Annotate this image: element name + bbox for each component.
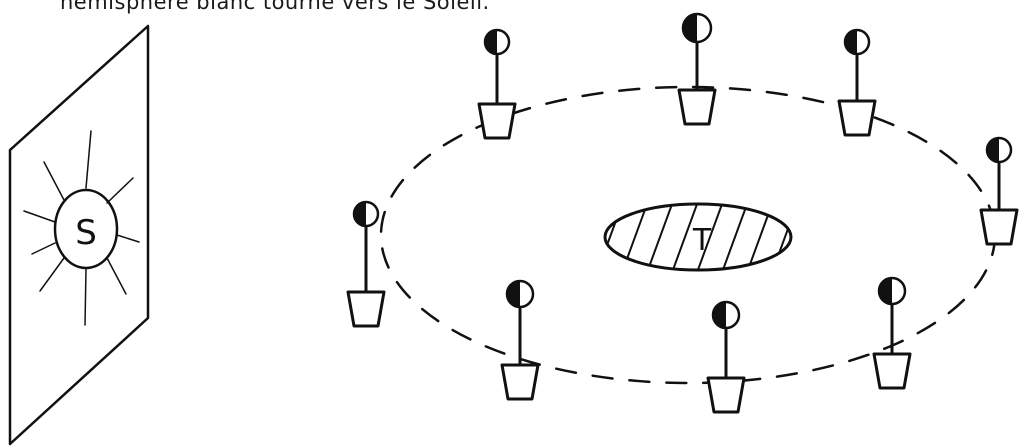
moon-model	[477, 28, 517, 140]
moon-model	[500, 279, 540, 401]
earth-icon: T	[603, 202, 793, 272]
moon-model	[872, 276, 912, 390]
moon-model	[837, 28, 877, 137]
moon-models	[346, 12, 1019, 414]
sun-label: S	[75, 213, 97, 253]
moon-model	[706, 300, 746, 414]
moon-model	[677, 12, 717, 126]
moon-model	[979, 136, 1019, 246]
moon-model	[346, 200, 386, 328]
caption-text: hémisphère blanc tourné vers le Soleil.	[60, 0, 490, 14]
sun-panel	[8, 24, 150, 446]
earth-label: T	[692, 223, 712, 258]
sun-icon: S	[23, 130, 140, 326]
orbit-path	[379, 85, 997, 385]
